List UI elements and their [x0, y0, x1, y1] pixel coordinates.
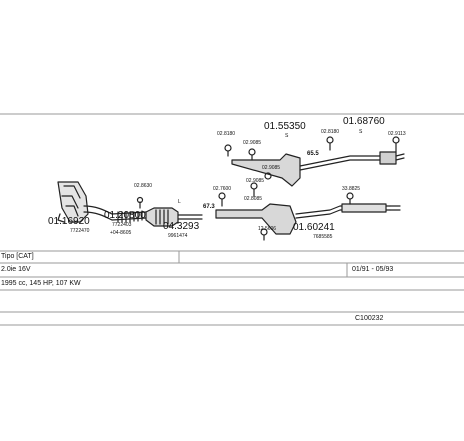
code-9961474: 9961474: [168, 233, 188, 239]
part-number-0168760: 01.68760: [343, 116, 385, 127]
model-label: Tipo [CAT]: [1, 253, 34, 260]
code-028180-a: 02.8180: [217, 131, 236, 137]
code-7685585: 7685585: [313, 234, 333, 240]
part-number-0160241: 01.60241: [293, 222, 335, 233]
part-number-0120800: 01.20800: [104, 210, 146, 221]
code-029113: 02.9113: [388, 131, 406, 137]
mounting-rubbers: [218, 136, 400, 241]
code-s-right: S: [359, 129, 363, 135]
code-029085-c: 02.9085: [246, 178, 265, 184]
code-027600: 02.7600: [213, 186, 232, 192]
pipe-mark-673: 67.3: [203, 204, 215, 210]
code-028630: 02.8630: [134, 183, 153, 189]
part-number-043293: 04.3293: [163, 221, 200, 232]
engine-label: 2.0ie 16V: [1, 266, 31, 273]
code-l: L: [178, 199, 181, 205]
catalytic-converter: [136, 196, 203, 227]
middle-silencer: [231, 153, 381, 187]
code-7722470: 7722470: [70, 228, 90, 234]
rear-silencer-lower: [341, 203, 401, 213]
pipe-mark-655: 65.5: [307, 151, 319, 157]
code-029085-a: 02.9085: [243, 140, 262, 146]
code-028180-b: 02.8180: [321, 129, 340, 135]
displacement-label: 1995 cc, 145 HP, 107 KW: [1, 280, 81, 287]
code-029085-b: 02.9085: [262, 165, 281, 171]
code-125606: 12.5606: [258, 226, 277, 232]
rear-silencer: [379, 151, 405, 165]
part-number-0116920: 01.16920: [48, 216, 90, 227]
code-7722403: 7722403: [112, 222, 132, 228]
catalog-code: C100232: [355, 315, 384, 322]
exhaust-manifold: [57, 181, 113, 223]
flexible-front-pipe: [111, 210, 147, 223]
code-338825: 33.8825: [342, 186, 361, 192]
code-s-upper: S: [285, 133, 289, 139]
code-4648605: +04-8605: [110, 230, 132, 236]
part-number-0155350: 01.55350: [264, 121, 306, 132]
code-028085: 02.8085: [244, 196, 263, 202]
date-range: 01/91 - 05/93: [352, 266, 394, 273]
